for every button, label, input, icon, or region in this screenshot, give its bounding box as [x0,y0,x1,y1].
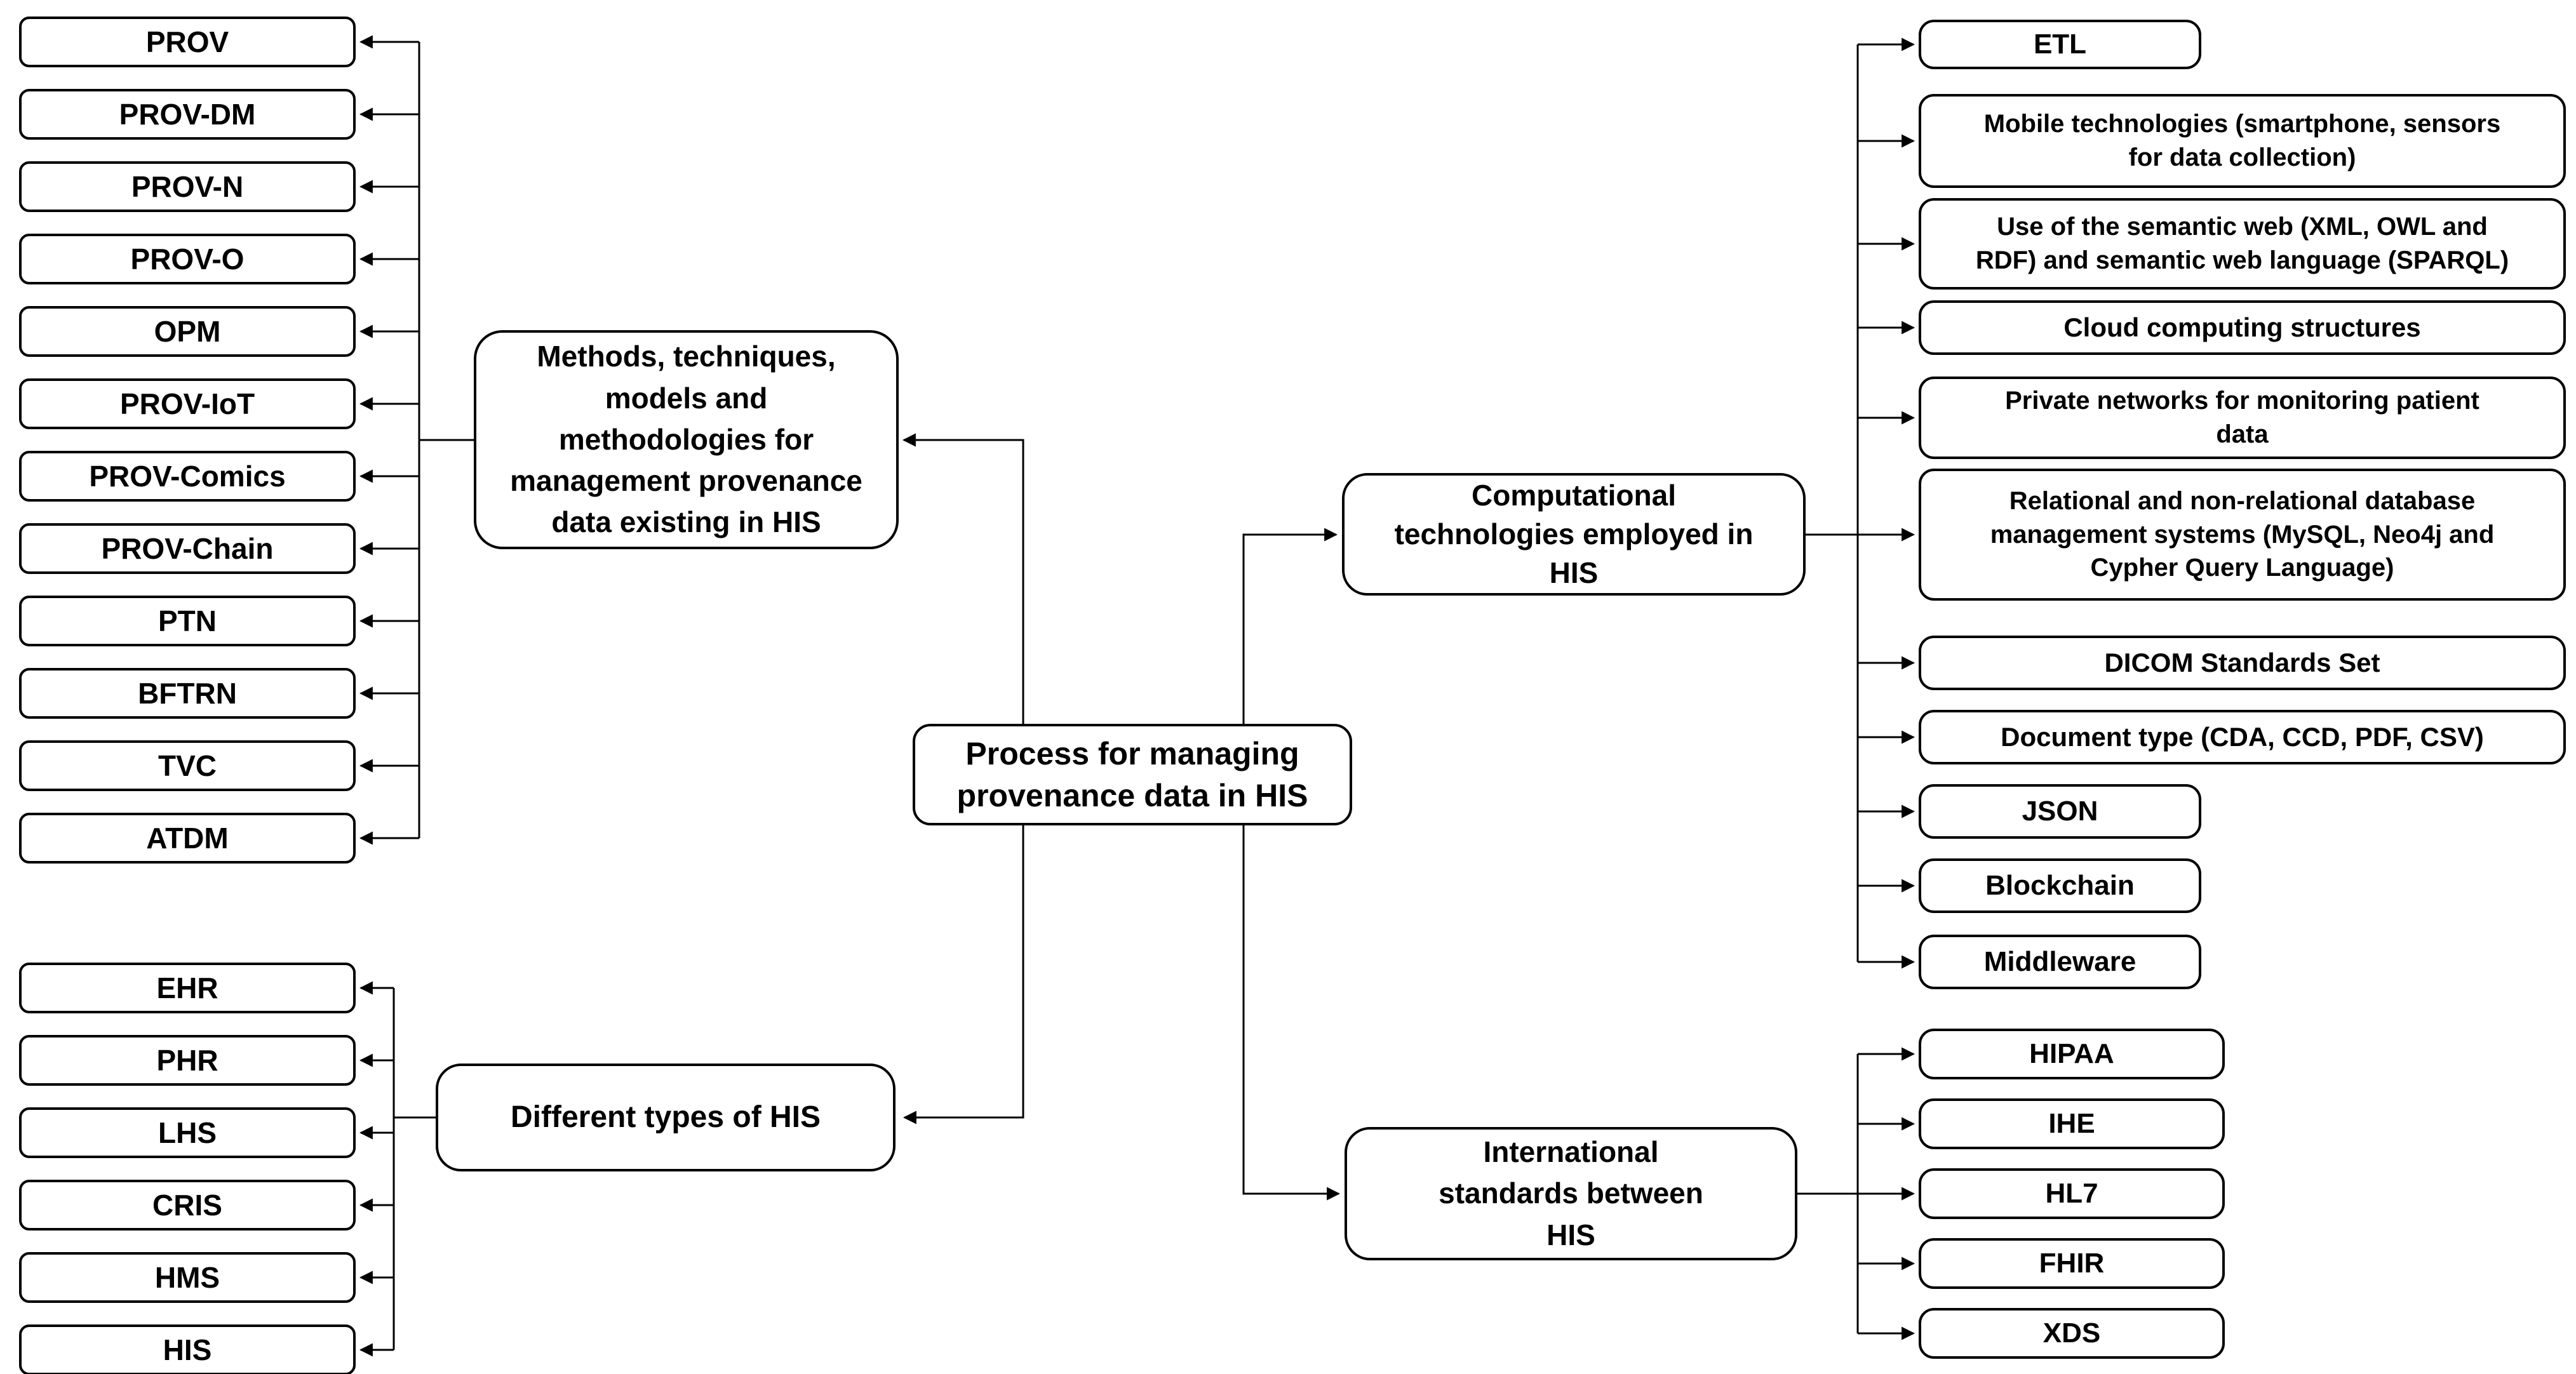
leaf-etl: ETL [1919,20,2201,69]
leaf-phr: PHR [19,1035,356,1086]
leaf-his: HIS [19,1324,356,1374]
leaf-private-networks: Private networks for monitoring patient … [1919,377,2566,459]
leaf-prov-o: PROV-O [19,234,356,284]
leaf-atdm: ATDM [19,813,356,864]
methods-connector-group [359,35,474,845]
branch-methods: Methods, techniques, models and methodol… [474,330,899,549]
his-types-connector-group [359,981,436,1357]
leaf-ihe: IHE [1919,1098,2225,1149]
leaf-ptn: PTN [19,596,356,646]
root-node: Process for managing provenance data in … [913,724,1352,825]
leaf-middleware: Middleware [1919,935,2201,989]
leaf-hms: HMS [19,1252,356,1303]
leaf-prov-iot: PROV-IoT [19,378,356,429]
leaf-blockchain: Blockchain [1919,858,2201,913]
leaf-prov: PROV [19,17,356,67]
leaf-tvc: TVC [19,740,356,791]
leaf-cloud-computing: Cloud computing structures [1919,300,2566,355]
root-branch-links [902,433,1341,1201]
leaf-cris: CRIS [19,1180,356,1231]
leaf-lhs: LHS [19,1107,356,1158]
leaf-opm: OPM [19,306,356,357]
leaf-ehr: EHR [19,963,356,1013]
leaf-mobile-technologies: Mobile technologies (smartphone, sensors… [1919,94,2566,188]
leaf-xds: XDS [1919,1308,2225,1359]
leaf-semantic-web: Use of the semantic web (XML, OWL and RD… [1919,198,2566,290]
leaf-prov-n: PROV-N [19,161,356,212]
branch-his-types: Different types of HIS [436,1064,896,1171]
leaf-hipaa: HIPAA [1919,1029,2225,1079]
leaf-dicom-standards: DICOM Standards Set [1919,636,2566,690]
leaf-relational-databases: Relational and non-relational database m… [1919,469,2566,601]
leaf-json: JSON [1919,784,2201,839]
branch-international-standards: International standards between HIS [1345,1127,1797,1260]
standards-connector-group [1797,1047,1915,1340]
leaf-hl7: HL7 [1919,1168,2225,1219]
leaf-bftrn: BFTRN [19,668,356,719]
leaf-prov-dm: PROV-DM [19,89,356,140]
branch-computational-technologies: Computational technologies employed in H… [1342,473,1806,596]
technologies-connector-group [1806,37,1915,969]
leaf-document-type: Document type (CDA, CCD, PDF, CSV) [1919,710,2566,764]
leaf-prov-comics: PROV-Comics [19,451,356,502]
leaf-prov-chain: PROV-Chain [19,523,356,574]
leaf-fhir: FHIR [1919,1238,2225,1289]
